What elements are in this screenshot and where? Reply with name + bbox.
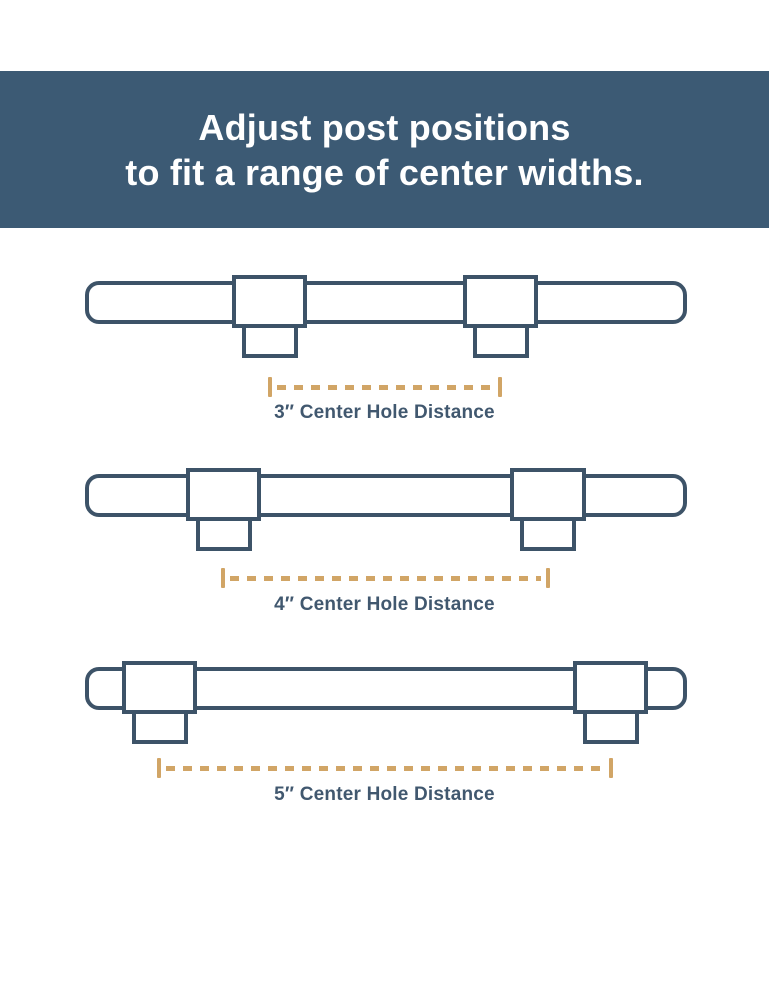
measure-tick-right — [498, 377, 502, 397]
measure-line — [268, 377, 502, 397]
measure-tick-right — [609, 758, 613, 778]
measure-label: 3″ Center Hole Distance — [274, 402, 495, 423]
measure-tick-left — [221, 568, 225, 588]
right-post — [463, 275, 538, 328]
right-post-base — [583, 710, 639, 744]
left-post-base — [132, 710, 188, 744]
title-line-2: to fit a range of center widths. — [125, 151, 644, 193]
measure-tick-left — [157, 758, 161, 778]
handle-bar — [85, 281, 687, 324]
left-post — [232, 275, 307, 328]
measure-dashes — [166, 765, 604, 771]
right-post-base — [473, 324, 529, 358]
measure-line — [221, 568, 550, 588]
left-post — [186, 468, 261, 521]
measure-dashes — [230, 575, 541, 581]
handle-bar — [85, 474, 687, 517]
right-post-base — [520, 517, 576, 551]
measure-dashes — [277, 384, 493, 390]
title-banner: Adjust post positions to fit a range of … — [0, 71, 769, 228]
measure-tick-left — [268, 377, 272, 397]
left-post — [122, 661, 197, 714]
title-line-1: Adjust post positions — [198, 106, 571, 148]
left-post-base — [196, 517, 252, 551]
measure-label: 5″ Center Hole Distance — [274, 784, 495, 805]
right-post — [510, 468, 586, 521]
right-post — [573, 661, 648, 714]
measure-label: 4″ Center Hole Distance — [274, 594, 495, 615]
left-post-base — [242, 324, 298, 358]
measure-line — [157, 758, 613, 778]
measure-tick-right — [546, 568, 550, 588]
